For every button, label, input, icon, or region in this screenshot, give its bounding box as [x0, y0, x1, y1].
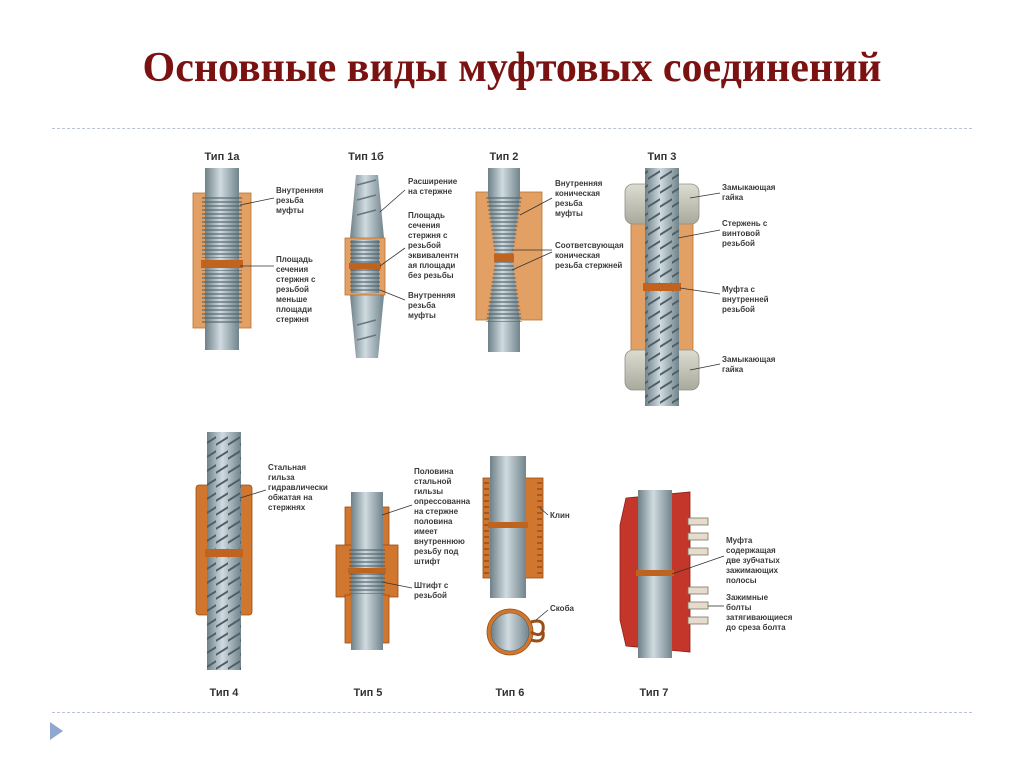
type-7-label-coupling: Муфта содержащая две зубчатых зажимающих…: [726, 536, 782, 585]
type-7-gap: [636, 570, 674, 576]
bottom-divider: [52, 712, 972, 713]
type-2-label-coupling-thread: Внутренняя коническая резьба муфты: [555, 179, 605, 218]
type-3-label-nut-bottom: Замыкающая гайка: [722, 355, 778, 374]
type-2-gap: [494, 254, 514, 262]
type-4-title: Тип 4: [210, 687, 240, 699]
type-7-bolts: [687, 517, 709, 625]
type-3-label-bar: Стержень с винтовой резьбой: [722, 219, 770, 248]
type-1b-label-section: Площадь сечения стержня с резьбой эквива…: [408, 211, 461, 280]
type-6: Тип 6 Клин Скоба: [482, 456, 575, 699]
type-3-label-nut-top: Замыкающая гайка: [722, 183, 778, 202]
type-6-label-clamp: Скоба: [550, 604, 575, 613]
type-1a: Тип 1а Внутренняя резьба муфты Площадь с…: [192, 151, 326, 350]
type-1a-thread-bottom: [202, 270, 242, 325]
type-7: Тип 7 Муфта содержащая две зубчатых зажи…: [619, 490, 795, 699]
type-1a-label-thread: Внутренняя резьба муфты: [276, 186, 326, 215]
type-1a-title: Тип 1а: [205, 151, 241, 163]
type-1b-label-thread: Внутренняя резьба муфты: [408, 291, 458, 320]
top-divider: [52, 128, 972, 129]
type-5-label-sleeve: Половина стальной гильзы опрессованна на…: [414, 467, 472, 566]
type-4-label-sleeve: Стальная гильза гидравлически обжатая на…: [268, 463, 330, 512]
type-2: Тип 2 Внутренняя коническая резьба муфты…: [475, 151, 626, 352]
type-6-title: Тип 6: [496, 687, 525, 699]
type-5-title: Тип 5: [354, 687, 383, 699]
type-3-label-coupling: Муфта с внутренней резьбой: [722, 285, 771, 314]
type-7-title: Тип 7: [640, 687, 669, 699]
type-1b-gap: [349, 263, 381, 269]
next-slide-arrow-icon[interactable]: [50, 722, 63, 740]
page-title: Основные виды муфтовых соединений: [142, 45, 882, 91]
type-1b-title: Тип 1б: [348, 151, 384, 163]
type-3-gap: [643, 283, 681, 291]
type-1a-label-section: Площадь сечения стержня с резьбой меньше…: [276, 255, 318, 324]
type-5: Тип 5 Половина стальной гильзы опрессова…: [335, 467, 472, 699]
type-1b: Тип 1б Расширение на стержне Площадь сеч…: [344, 151, 461, 358]
type-6-label-wedge: Клин: [550, 511, 570, 520]
type-3-title: Тип 3: [648, 151, 677, 163]
type-5-label-pin: Штифт с резьбой: [414, 581, 451, 600]
type-1b-label-upset: Расширение на стержне: [408, 177, 459, 196]
type-2-label-bar-thread: Соответсвующая коническая резьба стержне…: [555, 241, 626, 270]
type-4-gap: [205, 549, 243, 557]
type-7-label-bolts: Зажимные болты затягивающиеся до среза б…: [726, 593, 795, 632]
type-1a-gap: [201, 260, 243, 268]
type-3: Тип 3 Замыкающая гайка Стержень с винтов…: [624, 151, 778, 406]
type-2-title: Тип 2: [490, 151, 519, 163]
type-4: Тип 4 Стальная гильза гидравлически обжа…: [195, 432, 330, 699]
type-6-gap: [488, 522, 528, 528]
type-1a-thread-top: [202, 196, 242, 258]
